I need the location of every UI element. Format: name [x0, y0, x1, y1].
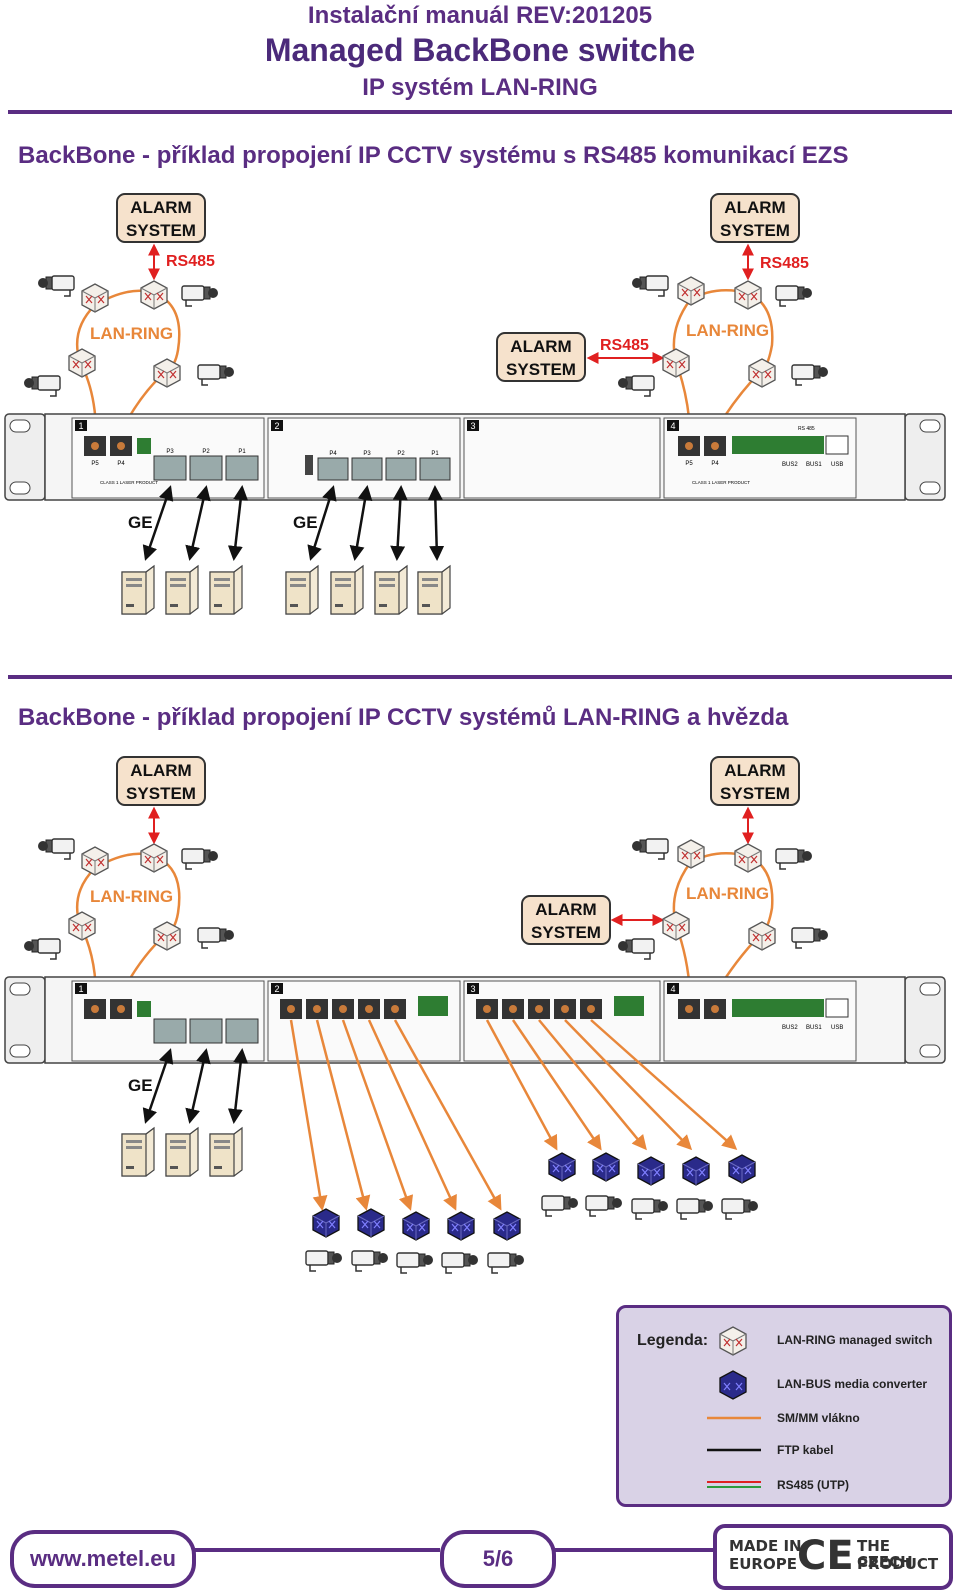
legend-item: LAN-BUS media converter — [777, 1377, 928, 1391]
alarm-system-box: ALARM SYSTEM — [116, 193, 206, 243]
footer-rule — [188, 1548, 440, 1552]
subtitle: IP systém LAN-RING — [362, 74, 598, 101]
section2-title: BackBone - příklad propojení IP CCTV sys… — [18, 704, 789, 731]
alarm-label-2: SYSTEM — [506, 360, 576, 379]
ge-label: GE — [293, 513, 318, 532]
svg-text:4: 4 — [670, 421, 675, 431]
alarm-label-2: SYSTEM — [126, 221, 196, 240]
header-divider — [8, 110, 952, 114]
svg-text:P2: P2 — [202, 449, 210, 455]
ge-label: GE — [128, 1076, 153, 1095]
svg-text:1: 1 — [78, 421, 83, 431]
svg-text:P3: P3 — [166, 449, 174, 455]
svg-text:BUS2: BUS2 — [782, 462, 798, 468]
svg-text:P4: P4 — [117, 461, 125, 467]
alarm-system-box: ALARM SYSTEM — [710, 193, 800, 243]
alarm-label-1: ALARM — [724, 198, 785, 217]
svg-text:4: 4 — [670, 984, 675, 994]
legend-box: Legenda: LAN-RING managed switch LAN-BUS… — [616, 1305, 952, 1507]
legend-title: Legenda: — [637, 1332, 709, 1349]
footer-rule — [552, 1548, 714, 1552]
svg-text:P5: P5 — [685, 461, 693, 467]
svg-text:USB: USB — [831, 1025, 843, 1031]
alarm-label-2: SYSTEM — [720, 221, 790, 240]
svg-text:P4: P4 — [711, 461, 719, 467]
svg-text:3: 3 — [470, 984, 475, 994]
svg-text:SYSTEM: SYSTEM — [531, 923, 601, 942]
alarm-system-box: ALARM SYSTEM — [521, 895, 611, 945]
svg-text:2: 2 — [274, 421, 279, 431]
manual-revision-title: Instalační manuál REV:201205 — [307, 2, 653, 29]
legend-item: RS485 (UTP) — [777, 1478, 850, 1492]
legend-item: FTP kabel — [777, 1443, 834, 1457]
svg-text:3: 3 — [470, 421, 475, 431]
lan-ring-label: LAN-RING — [90, 887, 173, 906]
legend-item: LAN-RING managed switch — [777, 1333, 933, 1347]
svg-text:RS 485: RS 485 — [798, 426, 815, 432]
svg-text:USB: USB — [831, 462, 843, 468]
page-number: 5/6 — [440, 1530, 556, 1588]
svg-text:P3: P3 — [363, 451, 371, 457]
backbone-chassis: 1 2 3 4 BUS2 — [4, 976, 946, 1064]
svg-text:P4: P4 — [329, 451, 337, 457]
lan-ring-label: LAN-RING — [90, 324, 173, 343]
rs485-label: RS485 — [166, 253, 215, 270]
svg-text:BUS1: BUS1 — [806, 462, 822, 468]
made-in-europe-badge: MADE IN EUROPE CE THE CZECH PRODUCT — [713, 1524, 953, 1590]
section-divider — [8, 675, 952, 679]
svg-text:ALARM: ALARM — [130, 761, 191, 780]
rs485-label: RS485 — [600, 337, 649, 354]
section1-diagram: ALARM SYSTEM ALARM SYSTEM ALARM SYSTEM R… — [4, 193, 946, 615]
svg-text:1: 1 — [78, 984, 83, 994]
svg-text:BUS1: BUS1 — [806, 1025, 822, 1031]
svg-text:P1: P1 — [238, 449, 246, 455]
svg-text:CLASS 1 LASER PRODUCT: CLASS 1 LASER PRODUCT — [692, 480, 750, 485]
backbone-chassis: 1 2 3 4 P5 P4 P3 P2 P1 CLASS 1 LASER PRO… — [4, 413, 946, 501]
alarm-system-box: ALARM SYSTEM — [710, 756, 800, 806]
svg-text:ALARM: ALARM — [535, 900, 596, 919]
section2-diagram: ALARM SYSTEM ALARM SYSTEM ALARM SYSTEM L… — [4, 756, 946, 1274]
section1-title: BackBone - příklad propojení IP CCTV sys… — [18, 142, 849, 169]
lan-ring-label: LAN-RING — [686, 321, 769, 340]
website-link[interactable]: www.metel.eu — [10, 1530, 196, 1588]
legend-switch-icon — [719, 1326, 747, 1356]
alarm-label-1: ALARM — [510, 337, 571, 356]
svg-text:ALARM: ALARM — [724, 761, 785, 780]
alarm-system-box: ALARM SYSTEM — [116, 756, 206, 806]
legend-item: SM/MM vlákno — [777, 1411, 860, 1425]
svg-text:2: 2 — [274, 984, 279, 994]
svg-text:SYSTEM: SYSTEM — [720, 784, 790, 803]
svg-text:CLASS 1 LASER PRODUCT: CLASS 1 LASER PRODUCT — [100, 480, 158, 485]
lan-ring-label: LAN-RING — [686, 884, 769, 903]
svg-text:P5: P5 — [91, 461, 99, 467]
legend-converter-icon — [719, 1370, 747, 1400]
ce-mark-icon: CE — [797, 1533, 854, 1579]
alarm-label-1: ALARM — [130, 198, 191, 217]
main-title: Managed BackBone switche — [264, 32, 696, 68]
ge-label: GE — [128, 513, 153, 532]
network-diagram: ALARM SYSTEM ALARM SYSTEM ALARM SYSTEM R… — [4, 193, 946, 1274]
svg-text:SYSTEM: SYSTEM — [126, 784, 196, 803]
svg-text:P1: P1 — [431, 451, 439, 457]
svg-text:P2: P2 — [397, 451, 405, 457]
rs485-label: RS485 — [760, 255, 809, 272]
alarm-system-box: ALARM SYSTEM — [496, 332, 586, 382]
svg-text:BUS2: BUS2 — [782, 1025, 798, 1031]
legend-symbols — [707, 1326, 761, 1488]
